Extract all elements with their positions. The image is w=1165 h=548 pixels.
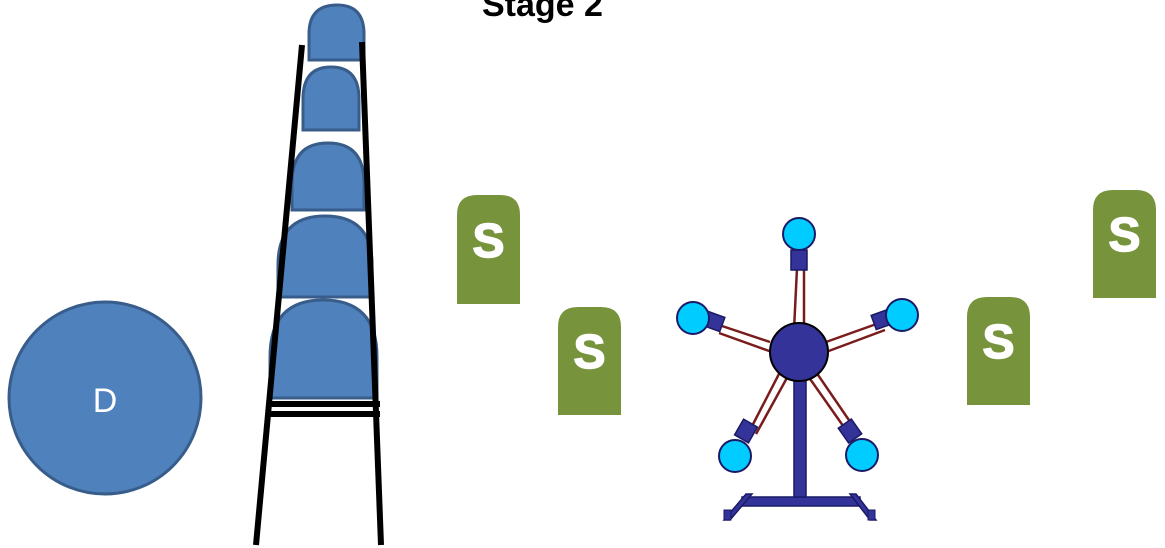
- tower-frame-right: [359, 41, 384, 546]
- tower-shape-3: [290, 141, 366, 212]
- tower-shape-5: [307, 3, 366, 62]
- stage-title: Stage 2: [482, 0, 603, 24]
- tower-shape-2: [276, 214, 374, 299]
- tower-frame-left: [253, 44, 305, 546]
- star-device: [676, 217, 919, 521]
- s-block-1-letter: S: [472, 215, 504, 268]
- tower-shape-4: [301, 65, 361, 132]
- star-device-arms: [718, 267, 886, 435]
- d-circle-shape: [7, 300, 203, 496]
- s-block-4-letter: S: [1108, 209, 1140, 262]
- s-block-2-letter: S: [573, 326, 605, 379]
- bulb-bottom-right: [845, 438, 879, 472]
- s-block-1: S: [457, 195, 520, 304]
- s-block-1-shape: [457, 195, 520, 304]
- s-block-3-shape: [967, 297, 1030, 405]
- s-block-2-shape: [558, 307, 621, 415]
- d-circle-label: D: [93, 382, 118, 420]
- star-device-hub: [769, 322, 829, 382]
- bulb-left: [676, 301, 710, 335]
- bulb-bottom-left: [718, 439, 752, 473]
- s-block-3-letter: S: [982, 316, 1014, 369]
- tower: [253, 3, 384, 546]
- s-block-4: S: [1093, 190, 1156, 298]
- s-block-2: S: [558, 307, 621, 415]
- d-circle: D: [7, 300, 203, 496]
- s-block-3: S: [967, 297, 1030, 405]
- star-device-bulbs: [676, 217, 919, 473]
- star-device-stand: [722, 379, 878, 521]
- tower-shape-1: [268, 298, 379, 400]
- bulb-top: [782, 217, 816, 251]
- bulb-right: [885, 298, 919, 332]
- s-block-4-shape: [1093, 190, 1156, 298]
